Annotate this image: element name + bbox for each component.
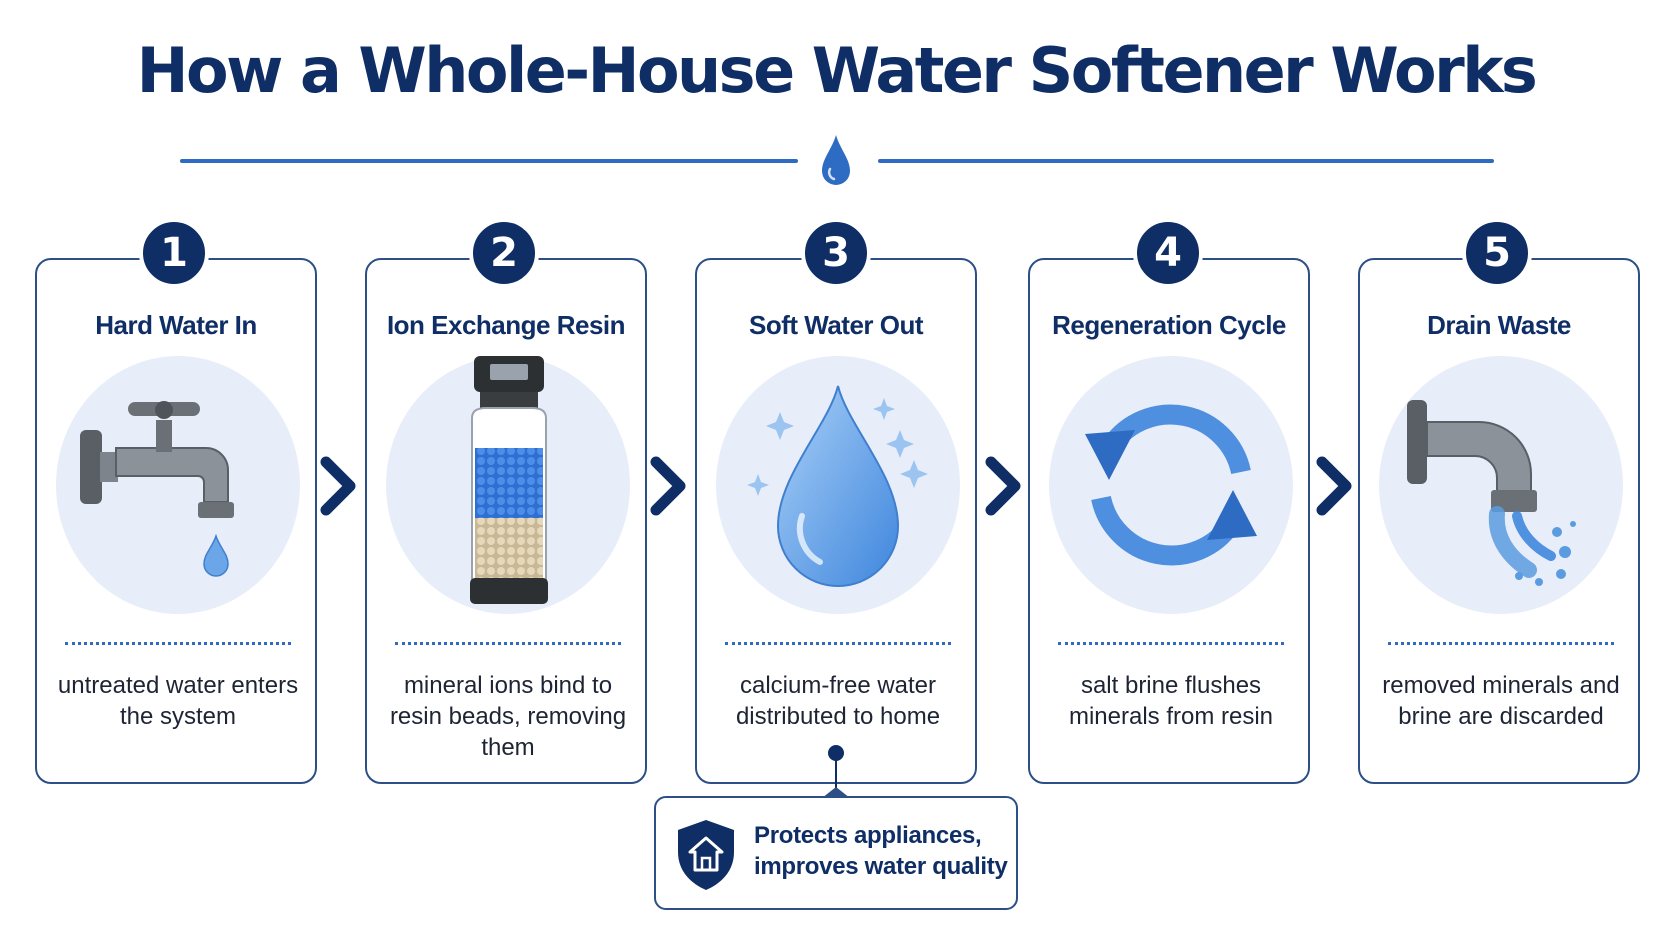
step-number-badge: 2 xyxy=(469,218,539,288)
step-number-badge: 4 xyxy=(1133,218,1203,288)
dotted-separator xyxy=(725,642,951,645)
step-number-badge: 5 xyxy=(1462,218,1532,288)
chevron-right-icon xyxy=(1316,456,1352,516)
step-title: Regeneration Cycle xyxy=(1052,310,1286,340)
drain-pipe-icon xyxy=(1407,400,1576,586)
callout-pointer xyxy=(822,787,850,798)
page-title: How a Whole-House Water Softener Works xyxy=(136,34,1538,107)
water-drop-icon xyxy=(747,385,928,587)
step-icon-circle xyxy=(1049,356,1293,614)
connector-dot xyxy=(828,745,844,761)
dotted-separator xyxy=(1058,642,1284,645)
step-number-badge: 1 xyxy=(139,218,209,288)
step-title: Ion Exchange Resin xyxy=(386,310,626,340)
dotted-separator xyxy=(395,642,621,645)
chevron-right-icon xyxy=(985,456,1021,516)
dotted-separator xyxy=(1388,642,1614,645)
step-icon-circle xyxy=(1379,356,1623,614)
step-number-badge: 3 xyxy=(801,218,871,288)
step-icon-circle xyxy=(56,356,300,614)
step-title: Hard Water In xyxy=(95,310,257,340)
step-description: mineral ions bind to resin beads, removi… xyxy=(389,672,627,761)
step-card-ion-exchange-resin: Ion Exchange Resin mineral ions bind xyxy=(365,258,647,784)
chevron-right-icon xyxy=(650,456,686,516)
water-drop-icon xyxy=(822,135,850,185)
step-description: removed minerals and brine are discarded xyxy=(1382,672,1620,730)
connector-line xyxy=(835,760,837,794)
step-description: calcium-free water distributed to home xyxy=(735,672,941,730)
step-description: untreated water enters the system xyxy=(57,672,299,730)
cycle-arrows-icon xyxy=(1085,404,1257,566)
resin-tank-icon xyxy=(470,356,548,604)
dotted-separator xyxy=(65,642,291,645)
step-card-soft-water-out: Soft Water Out calcium-free water distri… xyxy=(695,258,977,784)
chevron-right-icon xyxy=(320,456,356,516)
step-card-hard-water-in: Hard Water In untreated water enters the… xyxy=(35,258,317,784)
step-icon-circle xyxy=(716,356,960,614)
callout-text: Protects appliances, improves water qual… xyxy=(754,822,1008,880)
step-title: Drain Waste xyxy=(1427,310,1571,340)
house-shield-icon xyxy=(678,820,734,890)
faucet-icon xyxy=(80,401,234,577)
step-title: Soft Water Out xyxy=(748,310,924,340)
step-icon-circle xyxy=(386,356,630,614)
step-description: salt brine flushes minerals from resin xyxy=(1068,672,1274,730)
title-divider-left xyxy=(180,159,798,163)
title-divider-right xyxy=(878,159,1494,163)
step-card-regeneration-cycle: Regeneration Cycle salt brine flushes mi… xyxy=(1028,258,1310,784)
step-card-drain-waste: Drain Waste removed minerals and brine a… xyxy=(1358,258,1640,784)
benefit-callout: Protects appliances, improves water qual… xyxy=(654,796,1018,910)
